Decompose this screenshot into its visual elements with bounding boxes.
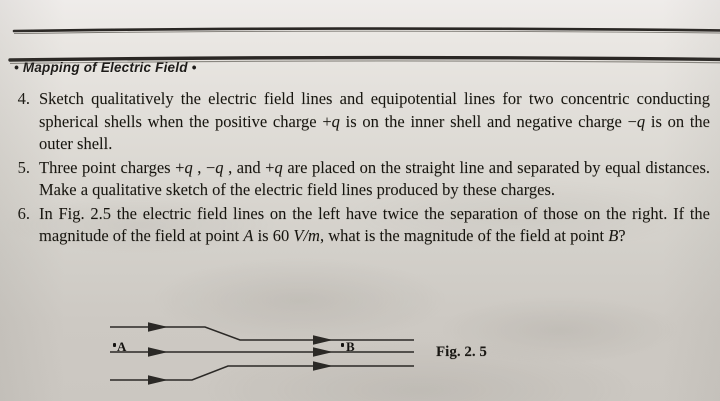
point-a-label: A <box>117 339 127 354</box>
question-number-5: 5. <box>17 157 30 177</box>
banner-rule-bottom <box>8 55 720 62</box>
question-item-6: 6. In Fig. 2.5 the electric field lines … <box>0 203 720 248</box>
question-number-4: 4. <box>17 89 30 108</box>
arrowhead-right-top <box>313 335 333 345</box>
banner-rule-top <box>12 27 720 33</box>
point-b-dot-icon <box>341 343 344 347</box>
question-text-4: Sketch qualitatively the electric field … <box>39 89 710 153</box>
bullet-left-icon: • <box>14 60 19 75</box>
question-number-6: 6. <box>17 203 30 223</box>
figure-caption: Fig. 2. 5 <box>436 344 487 360</box>
arrowhead-left-bottom <box>148 375 168 385</box>
figure-2-5: A B <box>0 306 720 401</box>
section-title: • Mapping of Electric Field • <box>14 60 197 75</box>
field-line-diagram <box>110 322 414 385</box>
question-text-6: In Fig. 2.5 the electric field lines on … <box>39 203 710 246</box>
question-text-5: Three point charges +q , −q , and +q are… <box>39 157 710 200</box>
arrowhead-left-top <box>148 322 168 332</box>
question-item-4: 4. Sketch qualitatively the electric fie… <box>0 88 720 156</box>
banner-rule-top-shadow <box>13 30 720 35</box>
arrowhead-right-bottom <box>313 361 333 371</box>
bullet-right-icon: • <box>191 60 197 75</box>
arrowhead-right-middle <box>313 347 333 357</box>
section-title-text: Mapping of Electric Field <box>22 60 188 75</box>
section-header-banner: • Mapping of Electric Field • <box>0 24 720 75</box>
point-b-label: B <box>346 339 356 354</box>
point-a-dot-icon <box>113 343 116 347</box>
question-list: 4. Sketch qualitatively the electric fie… <box>0 88 720 249</box>
arrowhead-left-middle <box>148 347 168 357</box>
question-item-5: 5. Three point charges +q , −q , and +q … <box>0 157 720 202</box>
banner-rule-bottom-shadow <box>9 60 720 64</box>
banner-rules <box>8 27 720 64</box>
